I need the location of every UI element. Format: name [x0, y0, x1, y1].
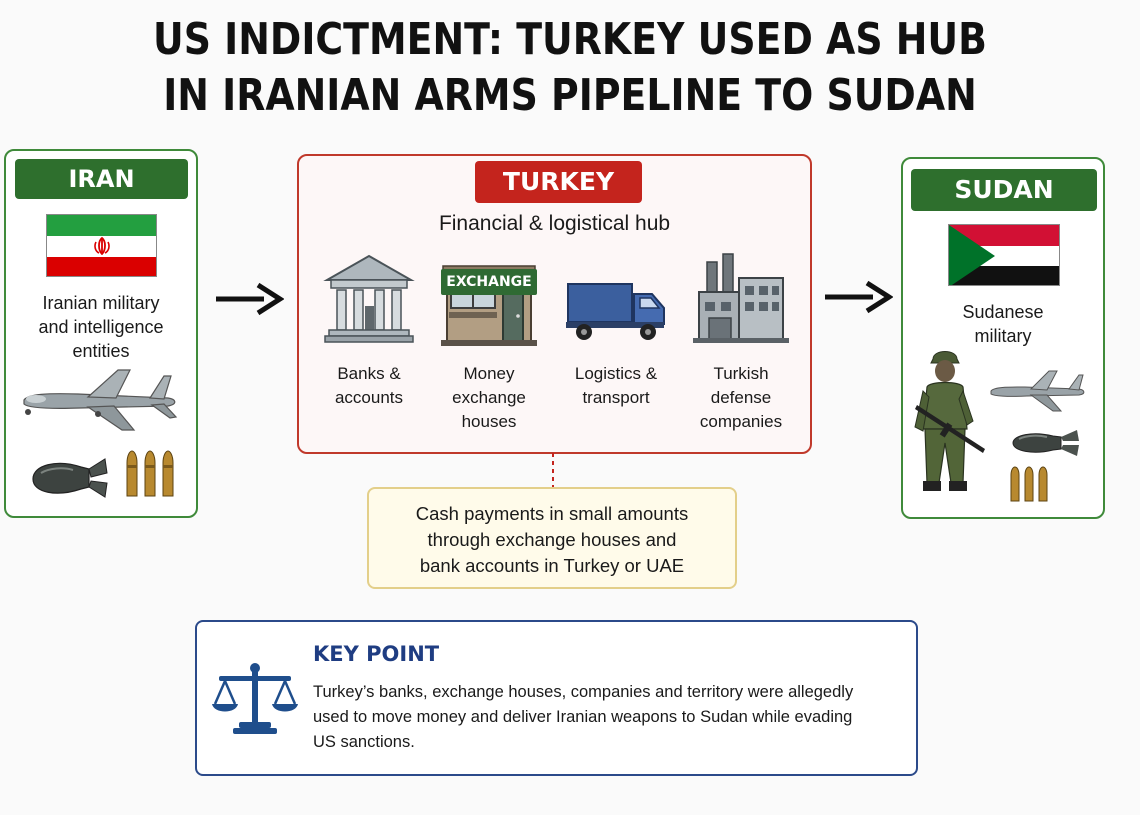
hub-item-defense: Turkish defense companies: [681, 252, 801, 434]
sudan-badge: SUDAN: [911, 169, 1097, 211]
hub-item-logistics: Logistics & transport: [556, 252, 676, 410]
exchange-house-icon: [441, 265, 537, 346]
page-title: US INDICTMENT: TURKEY USED AS HUB IN IRA…: [80, 12, 1060, 124]
dashed-connector: [552, 453, 554, 489]
title-line-1: US INDICTMENT: TURKEY USED AS HUB: [153, 14, 987, 65]
truck-icon: [566, 283, 665, 340]
hub-item-banks: Banks & accounts: [309, 252, 429, 410]
drone-icon: [23, 369, 178, 431]
turkey-subtitle: Financial & logistical hub: [438, 212, 671, 235]
arrow-turkey-to-sudan: [825, 280, 893, 314]
title-line-2: IN IRANIAN ARMS PIPELINE TO SUDAN: [163, 70, 977, 121]
bank-icon: [323, 254, 415, 343]
iran-badge: IRAN: [15, 159, 188, 199]
hub-item-exchange: EXCHANGE Money exchange houses: [429, 252, 549, 434]
iran-panel: IRAN Iranian military and intelligence e…: [4, 149, 198, 518]
bomb-icon: [32, 458, 108, 498]
drone-icon: [990, 370, 1085, 412]
turkey-badge: TURKEY: [475, 161, 642, 203]
key-point-title: KEY POINT: [313, 642, 440, 666]
sudan-panel: SUDAN Sudanese military: [901, 157, 1105, 519]
iran-flag-icon: [46, 214, 157, 277]
ammunition-icon: [126, 450, 174, 497]
arrow-iran-to-turkey: [216, 282, 284, 316]
sudan-flag-icon: [948, 224, 1060, 286]
turkey-panel: TURKEY Financial & logistical hub Banks …: [297, 154, 812, 454]
key-point-body: Turkey’s banks, exchange houses, compani…: [313, 683, 854, 751]
cash-payments-note: Cash payments in small amounts through e…: [367, 487, 737, 589]
iran-description: Iranian military and intelligence entiti…: [38, 293, 164, 361]
exchange-sign: EXCHANGE: [441, 269, 537, 295]
bomb-icon: [1012, 430, 1079, 456]
scales-icon: [212, 663, 298, 734]
hub-label-logistics: Logistics & transport: [574, 364, 658, 407]
factory-icon: [693, 253, 789, 343]
hub-label-banks: Banks & accounts: [334, 364, 404, 407]
sudan-description: Sudanese military: [962, 302, 1044, 346]
ammunition-icon: [1010, 466, 1048, 502]
key-point-box: KEY POINT Turkey’s banks, exchange house…: [195, 620, 918, 776]
hub-label-exchange: Money exchange houses: [452, 364, 526, 431]
hub-label-defense: Turkish defense companies: [699, 364, 783, 431]
soldier-icon: [914, 351, 985, 491]
